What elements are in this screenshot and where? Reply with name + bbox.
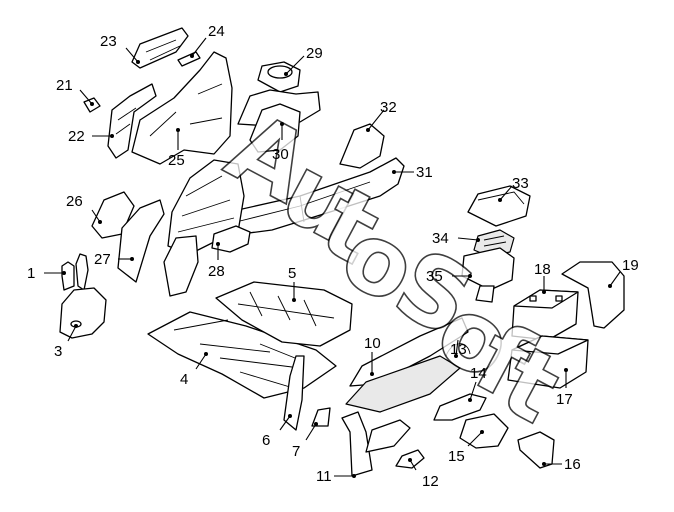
- part-7-plate: [311, 407, 331, 427]
- part-28-clip: [211, 225, 251, 253]
- callout-label: 24: [208, 23, 225, 40]
- callout-33: 33: [498, 175, 529, 202]
- callout-label: 34: [432, 230, 449, 247]
- callout-27: 27: [94, 251, 134, 268]
- part-11-post: [341, 411, 411, 477]
- part-4-floor-pan: [147, 311, 337, 399]
- callout-label: 14: [470, 365, 487, 382]
- callout-label: 11: [316, 468, 332, 485]
- callout-15: 15: [448, 430, 484, 465]
- callout-11: 11: [316, 468, 356, 485]
- callout-22: 22: [68, 128, 114, 145]
- callout-25: 25: [168, 128, 185, 169]
- part-30-panel: [249, 103, 301, 153]
- callout-label: 12: [422, 473, 439, 490]
- part-15-bracket: [459, 413, 509, 449]
- callout-label: 5: [288, 265, 296, 282]
- part-24-plate: [177, 51, 201, 67]
- part-13-hoop: [445, 343, 471, 357]
- watermark: A u t o S o f t: [209, 90, 578, 446]
- callout-label: 22: [68, 128, 85, 145]
- part-3-reservoir: [59, 287, 107, 339]
- part-18-battery: [511, 289, 579, 341]
- callout-label: 31: [416, 164, 433, 181]
- callout-label: 3: [54, 343, 62, 360]
- callout-label: 13: [450, 341, 467, 358]
- part-31-rail: [219, 157, 405, 237]
- callout-34: 34: [432, 230, 480, 247]
- callout-label: 6: [262, 432, 270, 449]
- callout-label: 35: [426, 268, 443, 285]
- callout-21: 21: [56, 77, 94, 106]
- part-19-battery-cover: [561, 261, 625, 329]
- callout-30: 30: [272, 122, 289, 163]
- part-17-battery-tray: [507, 335, 589, 389]
- callout-label: 23: [100, 33, 117, 50]
- callout-label: 19: [622, 257, 639, 274]
- callout-label: 7: [292, 443, 300, 460]
- callout-5: 5: [288, 265, 296, 302]
- callout-16: 16: [542, 456, 581, 473]
- callout-17: 17: [556, 368, 573, 408]
- callout-7: 7: [292, 422, 318, 460]
- callout-18: 18: [534, 261, 551, 294]
- part-35-box: [461, 247, 515, 303]
- part-27-pillar: [117, 199, 165, 283]
- callout-31: 31: [392, 164, 433, 181]
- part-5-rear-floor: [215, 281, 353, 347]
- callout-label: 32: [380, 99, 397, 116]
- callout-14: 14: [468, 365, 487, 402]
- part-14-bracket: [433, 393, 487, 421]
- callout-28: 28: [208, 242, 225, 280]
- part-23-bracket: [131, 27, 189, 69]
- callout-26: 26: [66, 193, 102, 224]
- callout-3: 3: [54, 324, 78, 360]
- part-32-bracket: [339, 123, 385, 169]
- callout-6: 6: [262, 414, 292, 449]
- callout-1: 1: [27, 265, 66, 282]
- callout-label: 25: [168, 152, 185, 169]
- callout-label: 15: [448, 448, 465, 465]
- callout-35: 35: [426, 268, 472, 285]
- callout-label: 17: [556, 391, 573, 408]
- callout-label: 29: [306, 45, 323, 62]
- callout-23: 23: [100, 33, 140, 64]
- callout-label: 21: [56, 77, 73, 94]
- callout-label: 27: [94, 251, 111, 268]
- callout-19: 19: [608, 257, 639, 288]
- part-33-cover: [467, 185, 531, 227]
- callout-4: 4: [180, 352, 208, 388]
- callout-label: 16: [564, 456, 581, 473]
- part-22-side-member: [107, 83, 157, 159]
- callout-label: 30: [272, 146, 289, 163]
- callout-12: 12: [408, 458, 439, 490]
- part-1-filler-neck: [61, 253, 89, 291]
- callout-label: 33: [512, 175, 529, 192]
- callout-13: 13: [450, 339, 467, 358]
- callout-label: 1: [27, 265, 35, 282]
- callout-label: 10: [364, 335, 381, 352]
- callout-label: 18: [534, 261, 551, 278]
- callout-label: 28: [208, 263, 225, 280]
- callout-label: 4: [180, 371, 188, 388]
- part-16-bracket: [517, 431, 555, 469]
- part-25-wheelhouse: [131, 51, 233, 165]
- callout-29: 29: [284, 45, 323, 76]
- part-6-pillar: [283, 355, 305, 431]
- callout-24: 24: [190, 23, 225, 58]
- callout-10: 10: [364, 335, 381, 376]
- callout-label: 26: [66, 193, 83, 210]
- callout-32: 32: [366, 99, 397, 132]
